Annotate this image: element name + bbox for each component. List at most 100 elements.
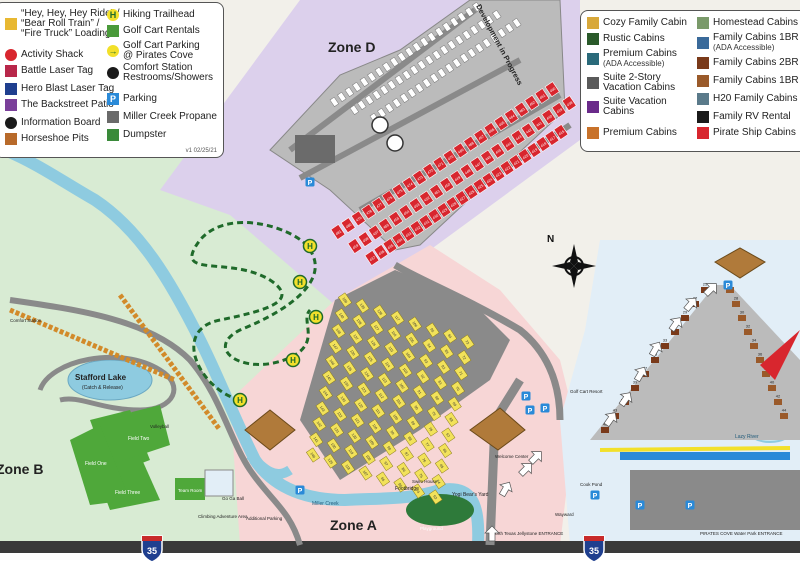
site-number: 429 (441, 207, 448, 214)
field-main (70, 425, 130, 505)
legend-label-line: Comfort Station (123, 62, 193, 73)
premium-cabins-icon (587, 127, 599, 139)
site-number: 74 (415, 489, 421, 495)
legend-item-homestead-cabins: Homestead Cabins (697, 17, 798, 29)
svg-text:P: P (638, 503, 643, 510)
site-number: 470 (447, 155, 454, 162)
gray-site (364, 94, 374, 105)
site-number: 107 (362, 470, 369, 477)
cabin-number: 29 (683, 310, 688, 315)
gray-site (442, 21, 452, 32)
site-number: 134 (343, 380, 350, 387)
legend-label-line: Cozy Family Cabin (603, 17, 687, 28)
gray-site (432, 49, 442, 60)
svg-text:P: P (308, 180, 313, 187)
site-number: 427 (459, 195, 466, 202)
site-137: 137 (349, 329, 364, 345)
playground-label: Playground (420, 526, 443, 531)
gray-site (459, 52, 469, 63)
site-454: 454 (398, 204, 414, 220)
h20-family-cabins-icon (697, 93, 709, 105)
site-number: 140 (309, 452, 316, 459)
site-number: 457 (372, 230, 379, 237)
site-458: 458 (357, 231, 373, 248)
horseshoe-pits-icon (5, 133, 17, 145)
site-437: 437 (364, 250, 380, 266)
legend-label-line: Pirate Ship Cabins (713, 127, 796, 138)
site-453: 453 (408, 197, 424, 214)
legend-label-line: Suite Vacation (603, 96, 667, 107)
site-105: 105 (404, 331, 419, 348)
site-465: 465 (493, 115, 509, 132)
site-number: 460 (549, 87, 556, 94)
site-439: 439 (551, 102, 567, 118)
cabin-number: 28 (734, 296, 739, 301)
highway-shoulder (0, 553, 800, 580)
site-number: 418 (540, 141, 547, 148)
miller-creek-label: Miller Creek (312, 501, 339, 507)
legend-item-h20-family-cabins: H20 Family Cabins (697, 93, 797, 105)
site-number: 474 (406, 182, 413, 189)
site-74: 74 (410, 483, 426, 499)
gray-site (424, 54, 434, 65)
site-number: 67 (445, 433, 451, 439)
site-106: 106 (407, 316, 423, 332)
legend-label-line: Parking (123, 93, 157, 104)
site-463: 463 (514, 101, 530, 118)
gray-site (434, 26, 444, 37)
cabin-40: 40 (768, 380, 776, 391)
zone-d-building (295, 135, 335, 163)
site-number: 147 (332, 343, 339, 350)
site-443: 443 (510, 129, 526, 146)
highway-shield-right-number: 35 (589, 546, 599, 556)
site-481: 481 (330, 224, 346, 240)
site-number: 89 (410, 421, 416, 427)
site-78: 78 (423, 421, 438, 437)
site-148: 148 (331, 323, 346, 339)
site-480: 480 (340, 217, 356, 234)
trailhead-icon: H (232, 392, 248, 408)
site-number: 136 (349, 349, 356, 356)
site-440: 440 (541, 108, 557, 125)
legend-label-line: Hiking Trailhead (123, 9, 195, 20)
site-number: 65 (439, 464, 445, 470)
site-number: 103 (402, 367, 409, 374)
zone-b-label: Zone B (0, 461, 43, 477)
site-number: 83 (444, 349, 450, 355)
site-421: 421 (508, 154, 524, 170)
site-461: 461 (534, 88, 550, 104)
rustic-cabins-icon (587, 33, 599, 45)
suite-vacation-cabins-icon (587, 101, 599, 113)
site-number: 443 (515, 135, 522, 142)
golf-cart-resort-label: Golf Cart Resort (570, 389, 603, 394)
legend-item-backstreet-patio: The Backstreet Patio (5, 99, 114, 111)
site-number: 86 (401, 467, 407, 473)
legend-label-line: Vacation Cabins (603, 82, 676, 93)
site-460: 460 (544, 81, 560, 98)
site-125: 125 (363, 350, 378, 367)
parking-icon: P (107, 93, 119, 105)
site-87: 87 (399, 446, 414, 462)
cabin-42: 42 (774, 394, 782, 405)
go-ga-label: Go Ga Ball (222, 496, 244, 501)
site-number: 481 (335, 229, 342, 236)
site-number: 440 (546, 114, 553, 121)
site-142: 142 (312, 416, 327, 432)
site-104: 104 (401, 347, 416, 363)
site-number: 77 (424, 442, 430, 448)
site-number: 472 (427, 168, 434, 175)
site-number: 448 (464, 169, 471, 176)
site-number: 70 (455, 386, 461, 392)
compass-label: N (547, 234, 554, 245)
legend-item-activity-shack: Activity Shack (5, 49, 83, 61)
site-120: 120 (347, 428, 362, 444)
site-number: 461 (539, 93, 546, 100)
site-number: 113 (381, 377, 388, 384)
arrow-icon (484, 525, 500, 542)
site-147: 147 (328, 338, 343, 355)
parking-icon: P (590, 490, 600, 500)
svg-text:H: H (313, 313, 319, 322)
gray-site (474, 42, 484, 53)
